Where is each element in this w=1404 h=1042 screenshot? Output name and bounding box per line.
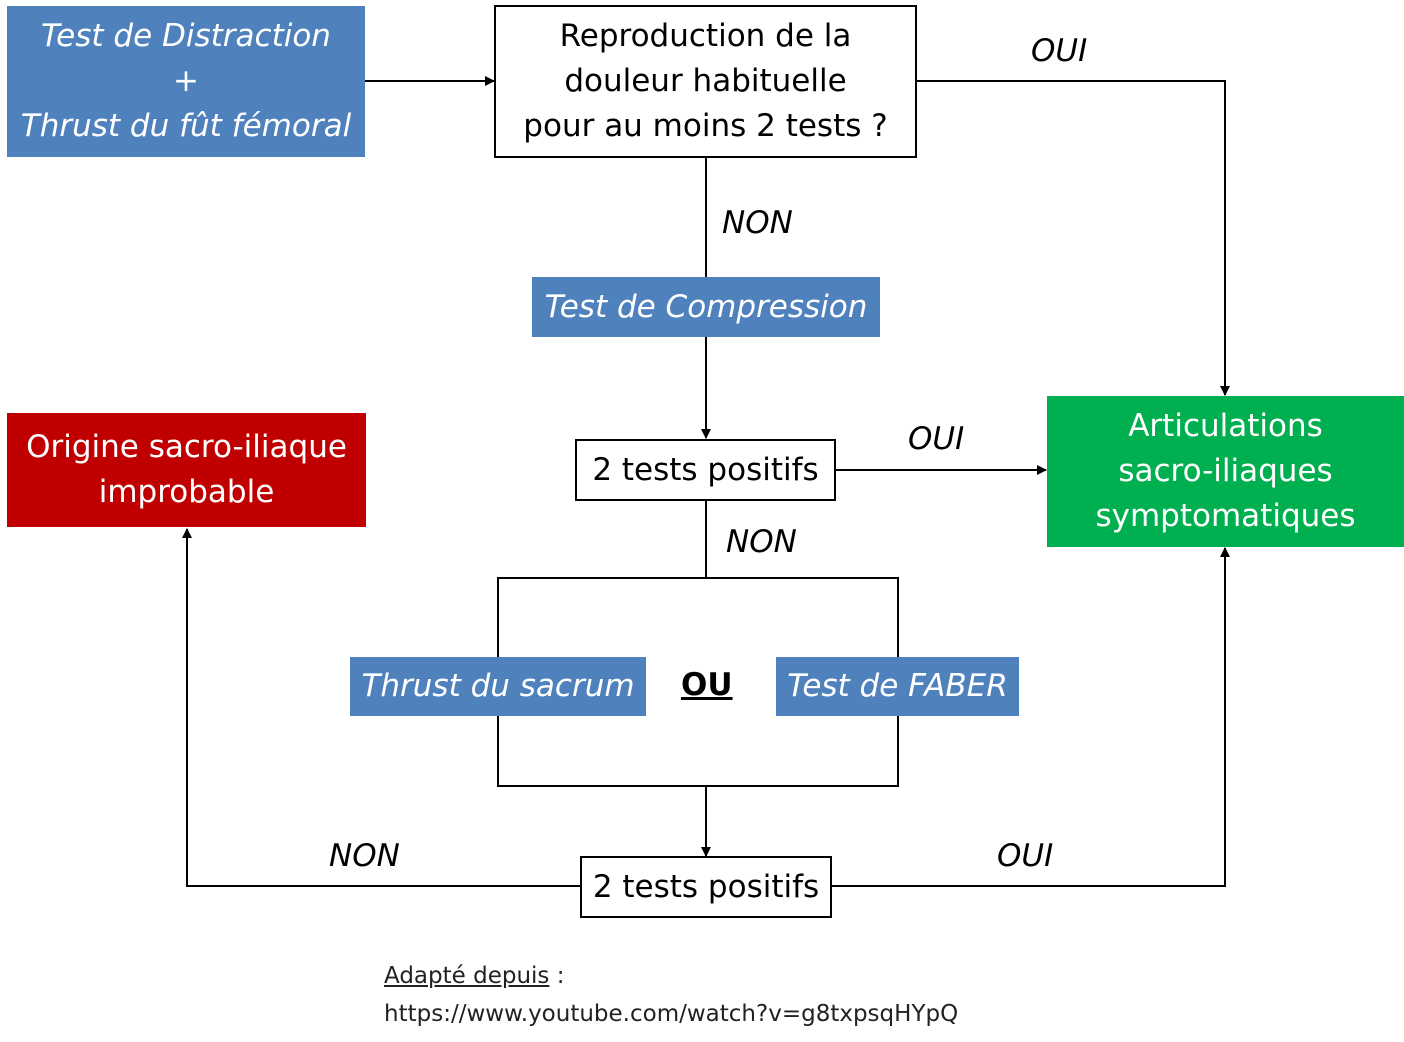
source-colon: : [549,963,565,989]
negative-line-2: improbable [98,474,275,510]
source-citation: Adapté depuis : https://www.youtube.com/… [384,957,958,1033]
compression-label: Test de Compression [544,288,868,325]
faber-test-box: Test de FABER [776,657,1019,716]
source-heading: Adapté depuis [384,963,550,989]
start-tests-box: Test de Distraction + Thrust du fût fémo… [7,6,365,157]
negative-line-1: Origine sacro-iliaque [26,429,347,465]
arrow-decision2-non [182,528,581,887]
source-url: https://www.youtube.com/watch?v=g8txpsqH… [384,1001,959,1027]
positive-line-2: sacro-iliaques [1118,453,1333,489]
label-oui-mid: OUI [908,421,965,457]
compression-test-box: Test de Compression [532,277,880,337]
decision-box-1: 2 tests positifs [575,439,836,501]
question-line-3: pour au moins 2 tests ? [523,108,888,144]
label-non-bottom: NON [329,838,400,874]
thrust-sacrum-label: Thrust du sacrum [361,668,635,704]
positive-line-1: Articulations [1128,408,1323,444]
question-box: Reproduction de la douleur habituelle po… [494,5,917,158]
negative-result-box: Origine sacro-iliaque improbable [7,413,366,527]
start-line-2: + [173,63,199,99]
thrust-sacrum-box: Thrust du sacrum [350,657,646,716]
or-label: OU [681,667,733,703]
faber-label: Test de FABER [787,668,1008,704]
positive-result-box: Articulations sacro-iliaques symptomatiq… [1047,396,1404,547]
decision-1-label: 2 tests positifs [592,451,819,488]
decision-2-label: 2 tests positifs [592,868,820,905]
decision-box-2: 2 tests positifs [580,856,832,918]
source-heading-line: Adapté depuis : [384,957,958,995]
label-non-1: NON [722,205,793,241]
question-line-1: Reproduction de la [559,18,852,54]
question-line-2: douleur habituelle [564,63,847,99]
start-line-3: Thrust du fût fémoral [20,108,352,144]
label-non-2: NON [726,524,797,560]
label-oui-top: OUI [1031,33,1088,69]
arrow-question-oui [916,80,1230,396]
arrow-decision2-oui [831,547,1230,887]
positive-line-3: symptomatiques [1095,498,1356,534]
label-oui-bottom: OUI [997,838,1054,874]
start-line-1: Test de Distraction [41,18,331,54]
